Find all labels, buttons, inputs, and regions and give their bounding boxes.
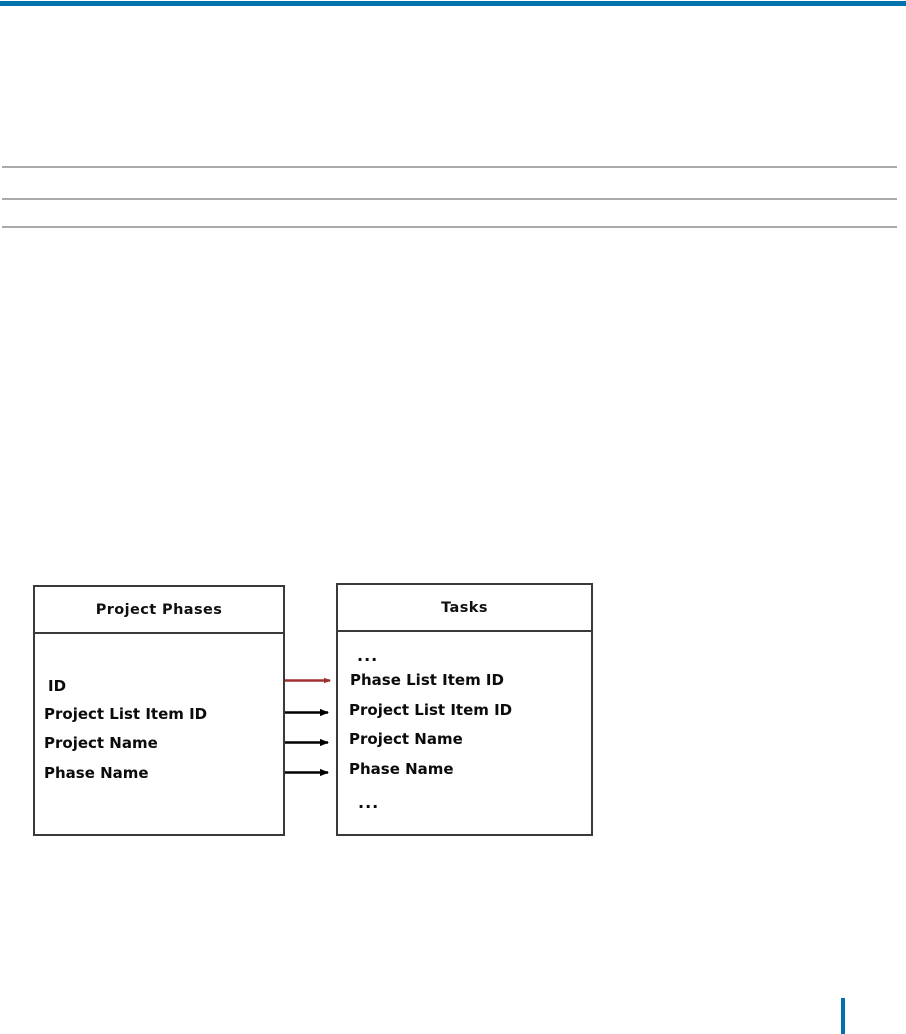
top-accent-bar [0, 1, 906, 6]
entity-field-ellipsis-bottom: ... [358, 793, 380, 812]
entity-field-project-list-item-id: Project List Item ID [44, 705, 208, 723]
entity-field-list-tasks: ... Phase List Item ID Project List Item… [338, 632, 591, 881]
entity-header-project-phases: Project Phases [35, 587, 283, 634]
footer-accent-mark [841, 998, 845, 1034]
entity-field-project-list-item-id: Project List Item ID [349, 701, 513, 719]
entity-field-ellipsis-top: ... [357, 646, 379, 665]
entity-box-tasks: Tasks ... Phase List Item ID Project Lis… [336, 583, 593, 836]
entity-field-phase-name: Phase Name [349, 760, 454, 778]
entity-field-phase-list-item-id: Phase List Item ID [350, 671, 504, 689]
horizontal-rule-3 [2, 226, 897, 228]
entity-field-phase-name: Phase Name [44, 764, 149, 782]
entity-box-project-phases: Project Phases ID Project List Item ID P… [33, 585, 285, 836]
entity-field-project-name: Project Name [349, 730, 463, 748]
entity-field-project-name: Project Name [44, 734, 158, 752]
entity-title: Tasks [441, 599, 488, 616]
horizontal-rule-1 [2, 166, 897, 168]
horizontal-rule-2 [2, 198, 897, 200]
entity-title: Project Phases [95, 601, 223, 618]
entity-header-tasks: Tasks [338, 585, 591, 632]
entity-field-list-project-phases: ID Project List Item ID Project Name Pha… [35, 634, 283, 881]
entity-field-id: ID [48, 677, 67, 695]
